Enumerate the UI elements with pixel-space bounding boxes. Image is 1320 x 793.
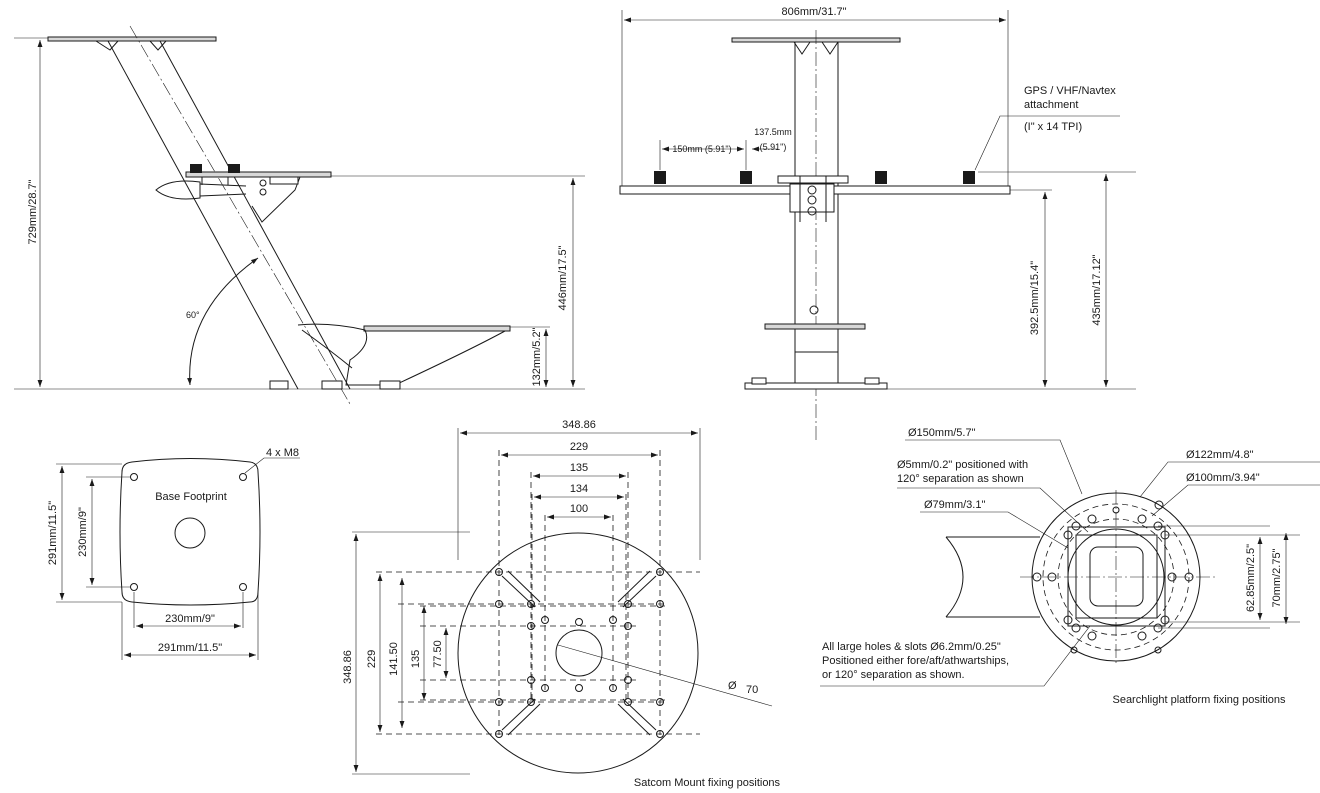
front-view: 806mm/31.7" 150mm (5.91") 137.5mm (5.91"… [619, 6, 1136, 440]
satcom-mount: Ø 70 348.86 229 135 134 100 348.86 229 1… [342, 419, 781, 789]
satcom-top-dim-1: 348.86 [562, 419, 596, 431]
searchlight-d5-line2: 120° separation as shown [897, 473, 1024, 485]
searchlight-d122-label: Ø122mm/4.8" [1186, 449, 1254, 461]
footprint-outer-width-label: 291mm/11.5" [158, 642, 222, 654]
satcom-diameter-value: 70 [746, 684, 758, 696]
searchlight-holes-line1: All large holes & slots Ø6.2mm/0.25" [822, 641, 1001, 653]
searchlight-d5-line1: Ø5mm/0.2" positioned with [897, 459, 1028, 471]
satcom-side-dim-2: 229 [366, 650, 378, 668]
satcom-side-dim-4: 135 [410, 650, 422, 668]
front-width-total-label: 806mm/31.7" [781, 6, 846, 18]
satcom-diameter-symbol: Ø [728, 680, 737, 692]
searchlight-d150-label: Ø150mm/5.7" [908, 427, 976, 439]
searchlight-holes-line3: or 120° separation as shown. [822, 669, 965, 681]
side-height-total-label: 729mm/28.7" [27, 179, 39, 244]
front-spacing-150-label: 150mm (5.91") [672, 144, 731, 154]
front-attachment-line2: attachment [1024, 99, 1078, 111]
front-attachment-line3: (I" x 14 TPI) [1024, 121, 1082, 133]
footprint-title: Base Footprint [155, 491, 227, 503]
front-spacing-137-line2: (5.91") [760, 142, 787, 152]
front-height-392-label: 392.5mm/15.4" [1029, 261, 1041, 335]
satcom-side-dim-1: 348.86 [342, 650, 354, 684]
satcom-top-dim-5: 100 [570, 503, 588, 515]
satcom-top-dim-2: 229 [570, 441, 588, 453]
searchlight-h70-label: 70mm/2.75" [1271, 548, 1283, 607]
searchlight-d100-label: Ø100mm/3.94" [1186, 472, 1260, 484]
footprint-bolts-label: 4 x M8 [266, 447, 299, 459]
footprint-inner-height-label: 230mm/9" [77, 507, 89, 557]
searchlight-caption: Searchlight platform fixing positions [1112, 694, 1286, 706]
satcom-top-dim-4: 134 [570, 483, 588, 495]
satcom-top-dim-3: 135 [570, 462, 588, 474]
searchlight-h6285-label: 62.85mm/2.5" [1245, 544, 1257, 612]
satcom-side-dim-5: 77.50 [432, 640, 444, 668]
front-attachment-line1: GPS / VHF/Navtex [1024, 85, 1116, 97]
side-height-lower-label: 132mm/5.2" [531, 327, 543, 386]
side-angle-label: 60° [186, 310, 200, 320]
side-view: 729mm/28.7" 446mm/17.5" 132mm/5.2" [14, 25, 585, 405]
searchlight-platform: Ø150mm/5.7" Ø5mm/0.2" positioned with 12… [820, 427, 1320, 706]
searchlight-d79-label: Ø79mm/3.1" [924, 499, 985, 511]
satcom-side-dim-3: 141.50 [388, 642, 400, 676]
footprint-outer-height-label: 291mm/11.5" [47, 501, 59, 565]
side-height-platform-label: 446mm/17.5" [557, 245, 569, 310]
satcom-caption: Satcom Mount fixing positions [634, 777, 781, 789]
base-footprint: Base Footprint 4 x M8 291mm/11.5" 230mm/… [47, 447, 300, 660]
footprint-inner-width-label: 230mm/9" [165, 613, 215, 625]
front-height-435-label: 435mm/17.12" [1091, 254, 1103, 325]
searchlight-holes-line2: Positioned either fore/aft/athwartships, [822, 655, 1009, 667]
front-spacing-137-line1: 137.5mm [754, 127, 792, 137]
